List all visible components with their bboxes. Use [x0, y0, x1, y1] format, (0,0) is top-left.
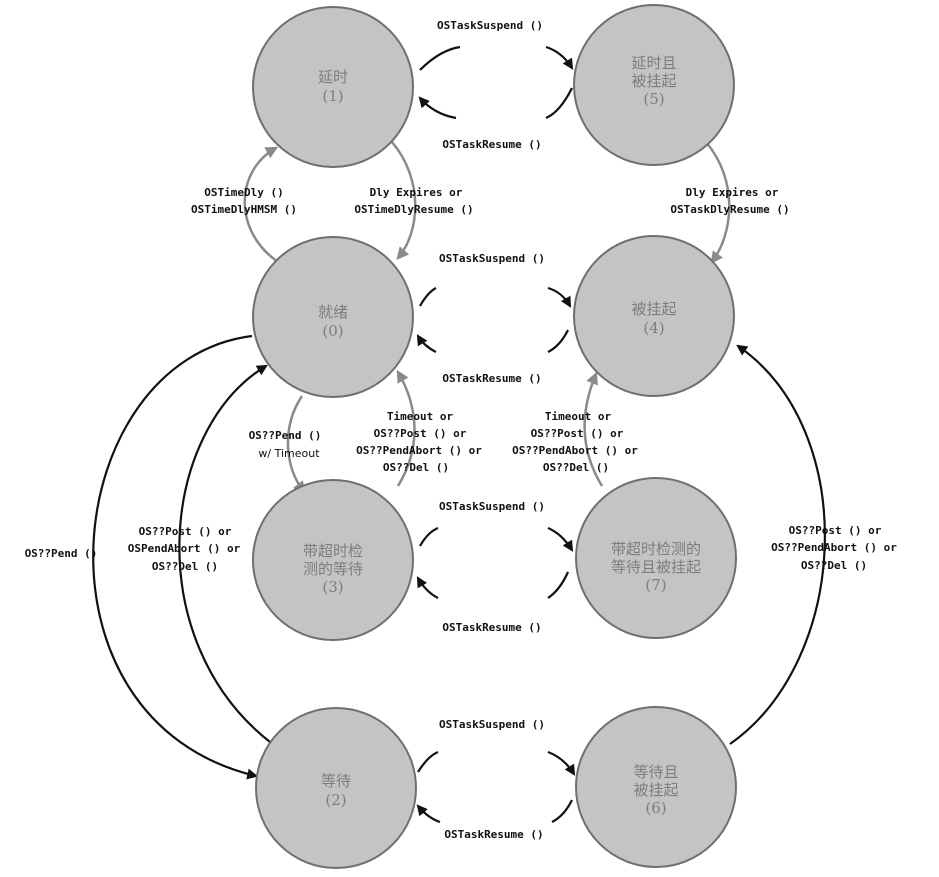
arrow-resume-4-0	[418, 330, 569, 353]
arrow-ready-to-pend-timeout	[286, 395, 306, 494]
state-delayed-suspended: 延时且 被挂起 (5)	[573, 4, 735, 166]
label-suspend-3-7: OSTaskSuspend ()	[439, 500, 545, 513]
arrow-resume-7-3	[418, 572, 570, 599]
label-resume-4-0: OSTaskResume ()	[442, 372, 541, 385]
label-timeout7-b: OS??Post () or	[531, 427, 624, 440]
state-pend-timeout-label-2: 测的等待	[303, 560, 363, 578]
arrow-suspend-1-5	[419, 45, 572, 70]
pair-0-4	[418, 286, 570, 353]
state-pend-timeout-label-1: 带超时检	[303, 542, 363, 560]
state-pend-timeout-suspended-label-1: 带超时检测的	[611, 540, 701, 558]
label-suspend-0-4: OSTaskSuspend ()	[439, 252, 545, 265]
arrow-delayed-to-ready	[391, 141, 417, 260]
arrow-pend-timeout-suspended-to-suspended	[583, 371, 604, 487]
label-post6-b: OS??PendAbort () or	[771, 541, 897, 554]
state-pending: 等待 (2)	[255, 707, 417, 869]
label-post6-a: OS??Post () or	[789, 524, 882, 537]
arrow-ready-to-delayed	[243, 146, 279, 264]
state-delayed-number: (1)	[322, 87, 343, 105]
arrow-suspend-0-4	[419, 286, 570, 306]
state-pending-suspended: 等待且 被挂起 (6)	[575, 706, 737, 868]
label-time-dly-1: OSTimeDly ()	[204, 186, 283, 199]
label-timeout3-c: OS??PendAbort () or	[356, 444, 482, 457]
state-pend-timeout-number: (3)	[322, 578, 343, 596]
arrow-ready-to-pending	[92, 334, 259, 780]
label-resume-6-2: OSTaskResume ()	[444, 828, 543, 841]
state-delayed: 延时 (1)	[252, 6, 414, 168]
label-suspend-2-6: OSTaskSuspend ()	[439, 718, 545, 731]
state-ready: 就绪 (0)	[252, 236, 414, 398]
label-post6-c: OS??Del ()	[801, 559, 867, 572]
label-timeout3-d: OS??Del ()	[383, 461, 449, 474]
label-timeout7-c: OS??PendAbort () or	[512, 444, 638, 457]
state-suspended-label: 被挂起	[631, 300, 676, 318]
arrow-pending-suspended-to-suspended	[729, 344, 826, 745]
label-timeout3-b: OS??Post () or	[374, 427, 467, 440]
arrow-pending-to-ready	[178, 364, 271, 743]
state-delayed-suspended-label-1: 延时且	[631, 54, 676, 72]
label-suspend-1-5: OSTaskSuspend ()	[437, 19, 543, 32]
label-timeout7-a: Timeout or	[545, 410, 612, 423]
arrow-delayed-suspended-to-suspended	[705, 141, 731, 265]
state-pending-number: (2)	[325, 791, 346, 809]
label-resume-5-1: OSTaskResume ()	[442, 138, 541, 151]
state-suspended: 被挂起 (4)	[573, 235, 735, 397]
label-pend-timeout-a: OS??Pend ()	[249, 429, 322, 442]
pair-2-6	[417, 750, 574, 824]
arrow-pend-timeout-to-ready	[396, 369, 416, 487]
label-dly-expires-5b: OSTaskDlyResume ()	[670, 203, 789, 216]
state-ready-label: 就绪	[318, 303, 348, 321]
arrow-suspend-2-6	[417, 750, 574, 774]
label-pend: OS??Pend ()	[25, 547, 98, 560]
arrow-resume-6-2	[418, 800, 573, 824]
label-resume-7-3: OSTaskResume ()	[442, 621, 541, 634]
label-dly-expires-1b: OSTimeDlyResume ()	[354, 203, 473, 216]
state-pend-timeout-suspended: 带超时检测的 等待且被挂起 (7)	[575, 477, 737, 639]
state-suspended-number: (4)	[643, 319, 664, 337]
label-pend-timeout-b: w/ Timeout	[258, 447, 320, 460]
state-delayed-suspended-number: (5)	[643, 90, 664, 108]
state-delayed-suspended-label-2: 被挂起	[631, 72, 676, 90]
label-time-dly-2: OSTimeDlyHMSM ()	[191, 203, 297, 216]
state-pend-timeout-suspended-label-2: 等待且被挂起	[611, 558, 701, 576]
label-dly-expires-5a: Dly Expires or	[686, 186, 779, 199]
label-timeout7-d: OS??Del ()	[543, 461, 609, 474]
pair-3-7	[418, 526, 572, 599]
state-delayed-label: 延时	[318, 68, 348, 86]
arrow-resume-5-1	[420, 87, 573, 120]
state-pending-suspended-label-2: 被挂起	[633, 781, 678, 799]
label-timeout3-a: Timeout or	[387, 410, 454, 423]
label-post2-a: OS??Post () or	[139, 525, 232, 538]
state-ready-number: (0)	[322, 322, 343, 340]
pair-1-5	[419, 45, 573, 120]
state-pend-timeout-suspended-number: (7)	[645, 576, 666, 594]
state-pending-suspended-label-1: 等待且	[633, 763, 678, 781]
state-pending-suspended-number: (6)	[645, 799, 666, 817]
arrow-suspend-3-7	[419, 526, 572, 550]
label-post2-b: OSPendAbort () or	[128, 542, 241, 555]
state-pending-label: 等待	[321, 772, 351, 790]
label-dly-expires-1a: Dly Expires or	[370, 186, 463, 199]
state-pend-timeout: 带超时检 测的等待 (3)	[252, 479, 414, 641]
label-post2-c: OS??Del ()	[152, 560, 218, 573]
